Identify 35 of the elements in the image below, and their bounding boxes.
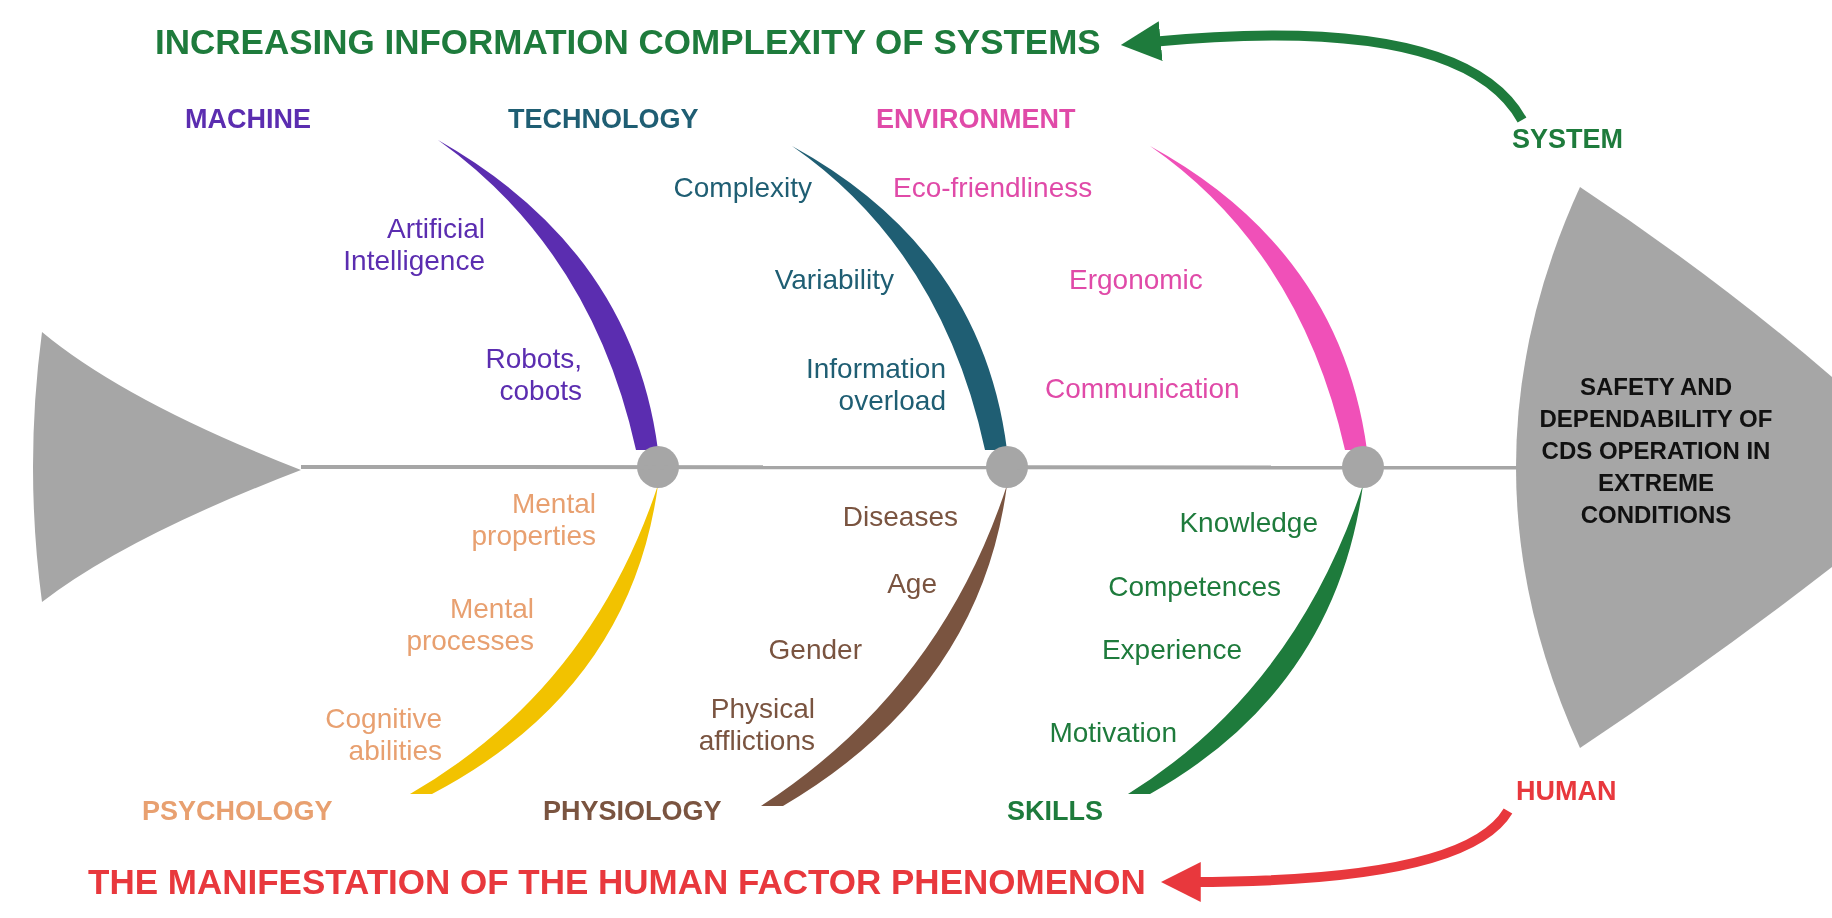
curved-arrow (1160, 807, 1512, 902)
category-label: TECHNOLOGY (508, 103, 699, 135)
factor-label: Artificial Intelligence (342, 213, 485, 277)
factor-label: Experience (1101, 634, 1242, 666)
factor-label: Eco-friendliness (893, 172, 1093, 204)
fish-head-shape (1516, 187, 1832, 748)
factor-label: Knowledge (1179, 507, 1318, 539)
factor-label: Age (887, 568, 937, 600)
goal-text: SAFETY AND DEPENDABILITY OF CDS OPERATION IN EXTREME CONDITIONS (1538, 372, 1774, 530)
factor-label: Information overload (804, 353, 946, 417)
factor-label: Physical afflictions (697, 693, 815, 757)
factor-label: Complexity (673, 172, 812, 204)
factor-label: Ergonomic (1069, 264, 1203, 296)
category-label: MACHINE (185, 103, 311, 135)
factor-label: Communication (1045, 373, 1240, 405)
fish-tail-shape (36, 332, 301, 602)
category-label: ENVIRONMENT (876, 103, 1076, 135)
factor-label: Competences (1108, 571, 1281, 603)
factor-label: Robots, cobots (484, 343, 582, 407)
heading-text: THE MANIFESTATION OF THE HUMAN FACTOR PHENOMENON (88, 862, 1146, 902)
category-label: PSYCHOLOGY (142, 795, 333, 827)
side-label: HUMAN (1516, 776, 1617, 807)
spine-line (301, 465, 1516, 470)
curved-arrow (1120, 21, 1527, 123)
factor-label: Variability (774, 264, 894, 296)
factor-label: Mental processes (405, 593, 534, 657)
factor-label: Mental properties (470, 488, 596, 552)
factor-label: Motivation (1049, 717, 1177, 749)
heading-text: INCREASING INFORMATION COMPLEXITY OF SYSTEMS (155, 22, 1101, 62)
factor-label: Gender (768, 634, 862, 666)
factor-label: Diseases (842, 501, 958, 533)
category-label: SKILLS (1007, 795, 1103, 827)
category-label: PHYSIOLOGY (543, 795, 722, 827)
side-label: SYSTEM (1512, 124, 1624, 155)
factor-label: Cognitive abilities (324, 703, 442, 767)
